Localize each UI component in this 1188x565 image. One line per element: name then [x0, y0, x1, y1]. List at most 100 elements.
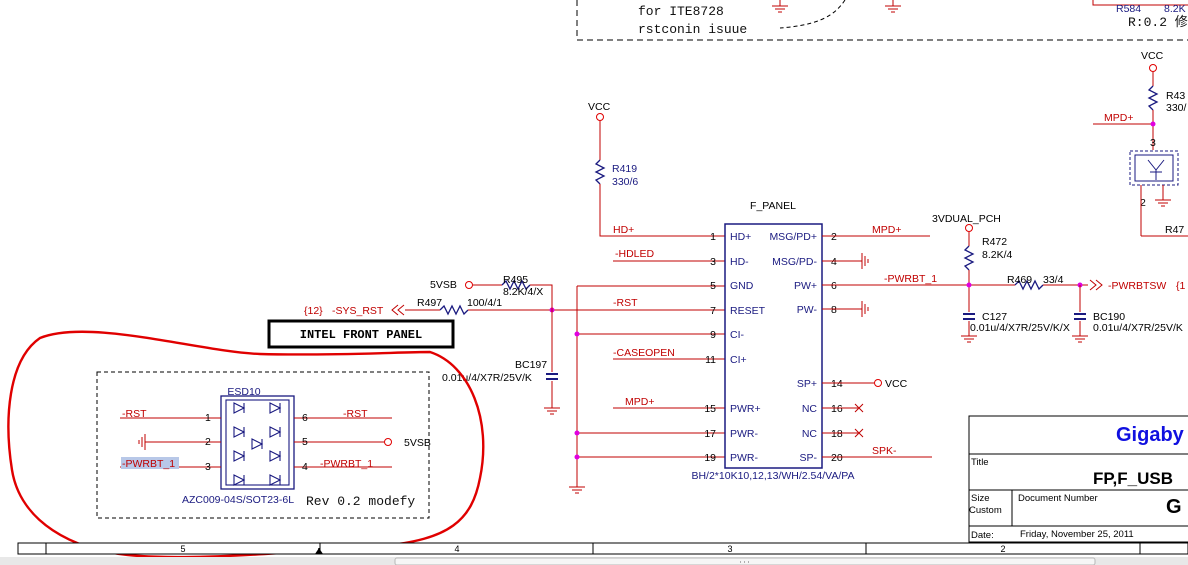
connector-left-nets: -HDLED -RST -CASEOPEN MPD+ [500, 248, 725, 494]
bc197-label: BC197 [515, 359, 547, 371]
connector-pin-number: 19 [704, 452, 716, 464]
no-connect-16 [854, 403, 864, 413]
r43-label: R43 [1166, 90, 1185, 102]
ground-symbol-pin8 [861, 301, 869, 317]
connector-pin-number: 11 [705, 354, 716, 366]
size-label: Size [971, 493, 989, 504]
r469-value: 33/4 [1043, 274, 1064, 286]
esd-net-pwrbt-left: -PWRBT_1 [122, 458, 175, 470]
diode-symbol [233, 450, 246, 462]
zone-5: 5 [180, 544, 185, 554]
r497-label: R497 [417, 297, 442, 309]
zone-3: 3 [727, 544, 732, 554]
r497-resistor [439, 304, 469, 316]
junction [574, 331, 580, 337]
r469-label: R469 [1007, 274, 1032, 286]
connector-pin-label: MSG/PD+ [769, 231, 817, 243]
esd-pin-4: 4 [302, 461, 308, 473]
connector-pin-number: 6 [831, 280, 837, 292]
reset-filter-circuit: 5VSB R495 8.2K/4/X BC197 0.01u/4/X7R/25V… [304, 274, 560, 415]
5vsb-label: 5VSB [430, 279, 457, 291]
bc190-value: 0.01u/4/X7R/25V/K [1093, 322, 1183, 334]
top-note-region: for ITE8728 rstconin isuue R584 8.2K R:0… [576, 0, 1188, 41]
bc190-capacitor [1074, 313, 1086, 320]
vcc-port-circle [596, 113, 604, 121]
3vdual-port-circle [965, 224, 973, 232]
diode-symbol [233, 474, 246, 486]
title-block: Gigaby Title FP,F_USB Size Custom Docume… [968, 415, 1188, 543]
r584-label: R584 [1116, 3, 1141, 15]
connector-right-nets: MPD+ -PWRBT_1 VCC SPK- [822, 224, 1015, 458]
ground-symbol-bus [569, 486, 585, 494]
net-mpd-plus-t: MPD+ [1104, 112, 1133, 124]
connector-pin-number: 4 [831, 256, 837, 268]
net-pwrbtsw: -PWRBTSW [1108, 280, 1166, 292]
diode-symbol [269, 402, 282, 414]
connector-pin-label: PWR- [730, 452, 758, 464]
connector-pin-label: SP+ [797, 378, 817, 390]
hd-led-circuit: VCC R419 330/6 HD+ [588, 101, 725, 237]
r495-label: R495 [503, 274, 528, 286]
diode-symbol [269, 450, 282, 462]
r472-label: R472 [982, 236, 1007, 248]
connector-pin-label: PWR- [730, 428, 758, 440]
esd-pin-3: 3 [205, 461, 211, 473]
bc190-label: BC190 [1093, 311, 1125, 323]
f-panel-connector: F_PANEL BH/2*10K10,12,13/WH/2.54/VA/PA 1… [691, 200, 854, 482]
junction [574, 430, 580, 436]
connector-pin-number: 17 [704, 428, 716, 440]
connector-pin-label: HD- [730, 256, 749, 268]
connector-pin-number: 16 [831, 403, 843, 415]
ground-symbol-esd [138, 434, 146, 450]
connector-pin-label: PW- [797, 304, 818, 316]
red-annotation-circle [7, 330, 485, 559]
zone-4: 4 [454, 544, 459, 554]
net-hd-plus: HD+ [613, 224, 634, 236]
r584-value: 8.2K [1164, 3, 1186, 15]
revision-note: R:0.2 修 [1128, 15, 1188, 30]
connector-pin-number: 18 [831, 428, 843, 440]
vcc-port-sp [874, 379, 882, 387]
esd-revision-note: Rev 0.2 modefy [306, 494, 415, 509]
intel-front-panel-box: INTEL FRONT PANEL [267, 319, 455, 349]
connector-pin-number: 5 [710, 280, 716, 292]
connector-pin-number: 9 [710, 329, 716, 341]
diode-symbol [251, 438, 264, 450]
pin-3-label: 3 [1150, 137, 1156, 149]
c127-value: 0.01u/4/X7R/25V/K/X [970, 322, 1070, 334]
junction [1150, 121, 1156, 127]
diode-symbol [233, 426, 246, 438]
connector-pin-number: 2 [831, 231, 837, 243]
vcc-port-r43 [1149, 64, 1157, 72]
document-number: G [1166, 496, 1182, 518]
esd-name: ESD10 [227, 386, 260, 398]
vcc-label-sp: VCC [885, 378, 908, 390]
connector-pin-number: 1 [710, 231, 716, 243]
r47-label: R47 [1165, 224, 1184, 236]
date-value: Friday, November 25, 2011 [1020, 529, 1134, 540]
net-caseopen: -CASEOPEN [613, 347, 675, 359]
offpage-arrow-pwrbtsw [1089, 279, 1103, 291]
c127-capacitor [963, 313, 975, 320]
intel-front-panel-label: INTEL FRONT PANEL [300, 328, 422, 342]
connector-pin-label: PWR+ [730, 403, 761, 415]
connector-pin-number: 15 [704, 403, 716, 415]
3vdual-label: 3VDUAL_PCH [932, 213, 1001, 225]
connector-pin-number: 7 [710, 305, 716, 317]
connector-pin-label: HD+ [730, 231, 751, 243]
size-value: Custom [969, 505, 1002, 516]
junction [574, 454, 580, 460]
connector-pin-label: CI+ [730, 354, 747, 366]
esd-net-rst-left: -RST [122, 408, 147, 420]
diode-symbol [269, 474, 282, 486]
top-note-line2: rstconin isuue [638, 22, 747, 37]
net-rst: -RST [613, 297, 638, 309]
esd-protection-block: ESD10 -RST -RST -PWRBT_1 -PWRBT_1 5VSB 1… [96, 371, 431, 519]
horizontal-scrollbar[interactable] [0, 557, 1188, 565]
bc197-value: 0.01u/4/X7R/25V/K [442, 372, 532, 384]
connector-footprint: BH/2*10K10,12,13/WH/2.54/VA/PA [691, 470, 854, 482]
junction [966, 282, 972, 288]
title-label: Title [971, 457, 989, 468]
r497-value: 100/4/1 [467, 297, 502, 309]
net-mpd-plus-r: MPD+ [872, 224, 901, 236]
